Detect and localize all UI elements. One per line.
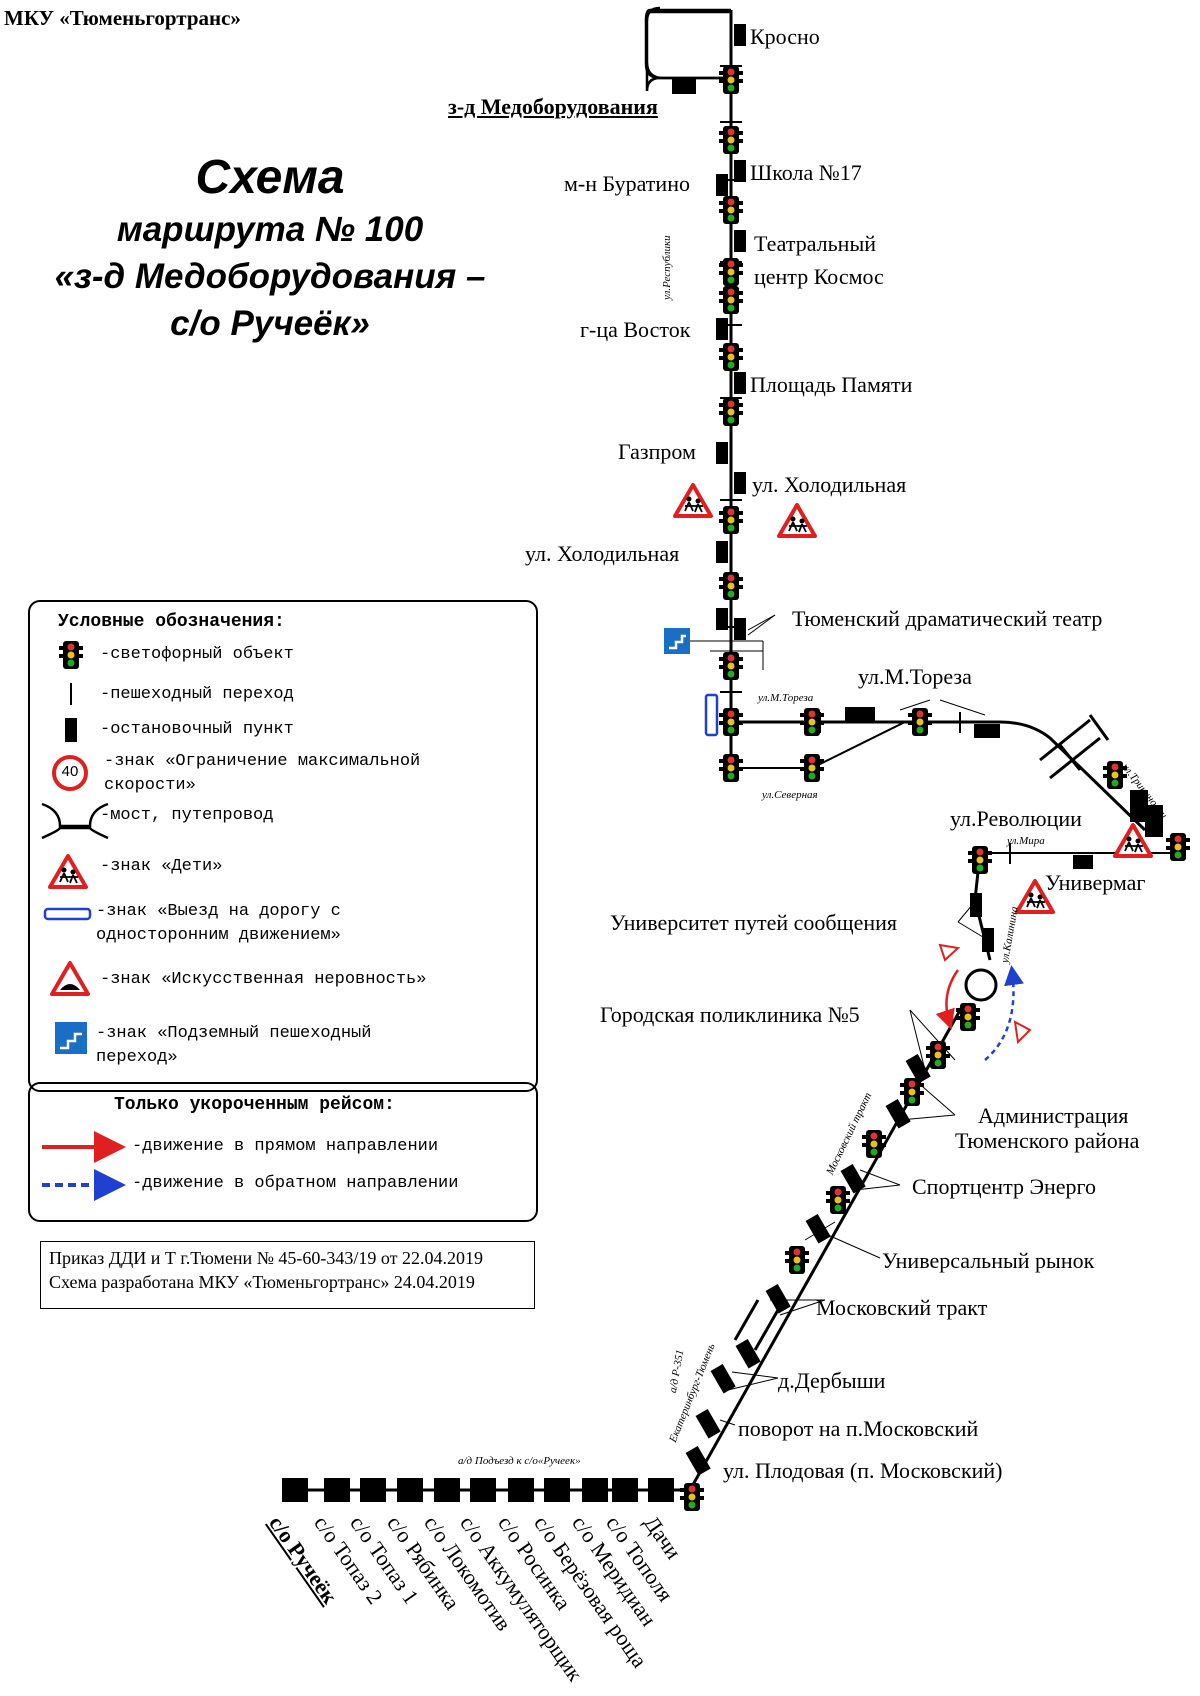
- bridges: [733, 714, 1110, 1351]
- title-line-2: маршрута № 100: [116, 210, 424, 249]
- legend-icons: [41, 641, 126, 1201]
- stop-kholodilnaya-1: ул. Холодильная: [752, 472, 907, 497]
- stop-markers: [685, 24, 1163, 1476]
- order-line-2: Схема разработана МКУ «Тюменьгортранс» 2…: [49, 1272, 475, 1292]
- legend-item-bridge: -мост, путепровод: [100, 806, 274, 825]
- stop-administration-2: Тюменского района: [955, 1128, 1140, 1153]
- stop-university: Университет путей сообщения: [610, 910, 897, 935]
- bottom-stop-row: [282, 1478, 674, 1502]
- one-way-sign: [704, 693, 719, 737]
- stop-vostok: г-ца Восток: [580, 317, 691, 342]
- stop-revolyutsii: ул.Революции: [950, 806, 1082, 831]
- roundabout: [964, 968, 998, 1002]
- crosswalks: [720, 65, 1011, 864]
- stop-derbyshi: д.Дербыши: [778, 1368, 886, 1393]
- legend-title: Условные обозначения:: [58, 612, 285, 632]
- street-toreza: ул.М.Тореза: [758, 692, 814, 704]
- organization-name: МКУ «Тюменьгортранс»: [4, 6, 241, 30]
- stop-sport-energo: Спортцентр Энерго: [912, 1174, 1097, 1199]
- title-line-4: с/о Ручеёк»: [170, 304, 370, 343]
- stop-buratino: м-н Буратино: [564, 171, 690, 196]
- street-respubliki: ул.Республики: [661, 235, 673, 300]
- legend-item-speed-bump: -знак «Искусственная неровность»: [100, 970, 427, 989]
- legend-item-traffic-light: -светофорный объект: [100, 645, 294, 664]
- terminal-loop: [644, 6, 731, 94]
- order-line-1: Приказ ДДИ и Т г.Тюмени № 45-60-343/19 о…: [49, 1248, 483, 1268]
- diagram-title: Схема маршрута № 100 «з-д Медоборудовани…: [20, 150, 520, 347]
- legend-item-speed-limit: -знак «Ограничение максимальной скорости…: [104, 752, 421, 795]
- street-severnaya: ул.Северная: [762, 789, 818, 801]
- legend-item-one-way: -знак «Выезд на дорогу с односторонним д…: [96, 902, 341, 945]
- stop-univermag: Универмаг: [1045, 870, 1146, 895]
- street-mira: ул.Мира: [1007, 835, 1045, 847]
- stop-moskovsky-trakt: Московский тракт: [816, 1295, 988, 1320]
- stop-theatre-kosmos-2: центр Космос: [754, 264, 884, 289]
- stop-gazprom: Газпром: [618, 439, 696, 464]
- legend-backward: -движение в обратном направлении: [132, 1174, 459, 1193]
- stop-theatre-kosmos-1: Театральный: [754, 231, 877, 256]
- legend-item-underpass: -знак «Подземный пешеходный переход»: [96, 1024, 372, 1067]
- legend-box: [28, 600, 538, 1092]
- legend-forward: -движение в прямом направлении: [132, 1137, 439, 1156]
- stop-administration-1: Администрация: [978, 1103, 1129, 1128]
- speed-limit-value: 40: [61, 763, 79, 780]
- stop-krosno: Кросно: [750, 24, 820, 49]
- children-signs: [673, 483, 1153, 914]
- short-route-arrows: [935, 943, 1032, 1061]
- stop-povorot-moskovsky: поворот на п.Московский: [738, 1416, 979, 1441]
- stop-poliklinika: Городская поликлиника №5: [600, 1002, 860, 1027]
- stop-universal-market: Универсальный рынок: [882, 1248, 1095, 1273]
- order-box: Приказ ДДИ и Т г.Тюмени № 45-60-343/19 о…: [40, 1241, 535, 1309]
- street-podezd-rucheek: а/д Подъезд к с/о«Ручеек»: [458, 1455, 581, 1467]
- stop-school-17: Школа №17: [750, 160, 862, 185]
- legend-item-crosswalk: -пешеходный переход: [100, 685, 294, 704]
- label-pointers: [719, 614, 989, 1426]
- stop-medoborudovaniya: з-д Медоборудования: [448, 94, 658, 119]
- short-route-title: Только укороченным рейсом:: [114, 1095, 395, 1115]
- title-line-1: Схема: [195, 151, 345, 204]
- stop-drama-theatre: Тюменский драматический театр: [792, 606, 1103, 631]
- stop-kholodilnaya-2: ул. Холодильная: [525, 541, 680, 566]
- legend-item-children: -знак «Дети»: [100, 857, 223, 876]
- title-line-3: «з-д Медоборудования –: [54, 257, 486, 296]
- legend-item-bus-stop: -остановочный пункт: [100, 720, 294, 739]
- stop-toreza: ул.М.Тореза: [858, 664, 972, 689]
- stop-ploshchad-pamyati: Площадь Памяти: [750, 372, 913, 397]
- short-route-legend-box: [28, 1082, 538, 1222]
- underpass-sign: [664, 628, 764, 670]
- stop-plodovaya: ул. Плодовая (п. Московский): [723, 1458, 1003, 1483]
